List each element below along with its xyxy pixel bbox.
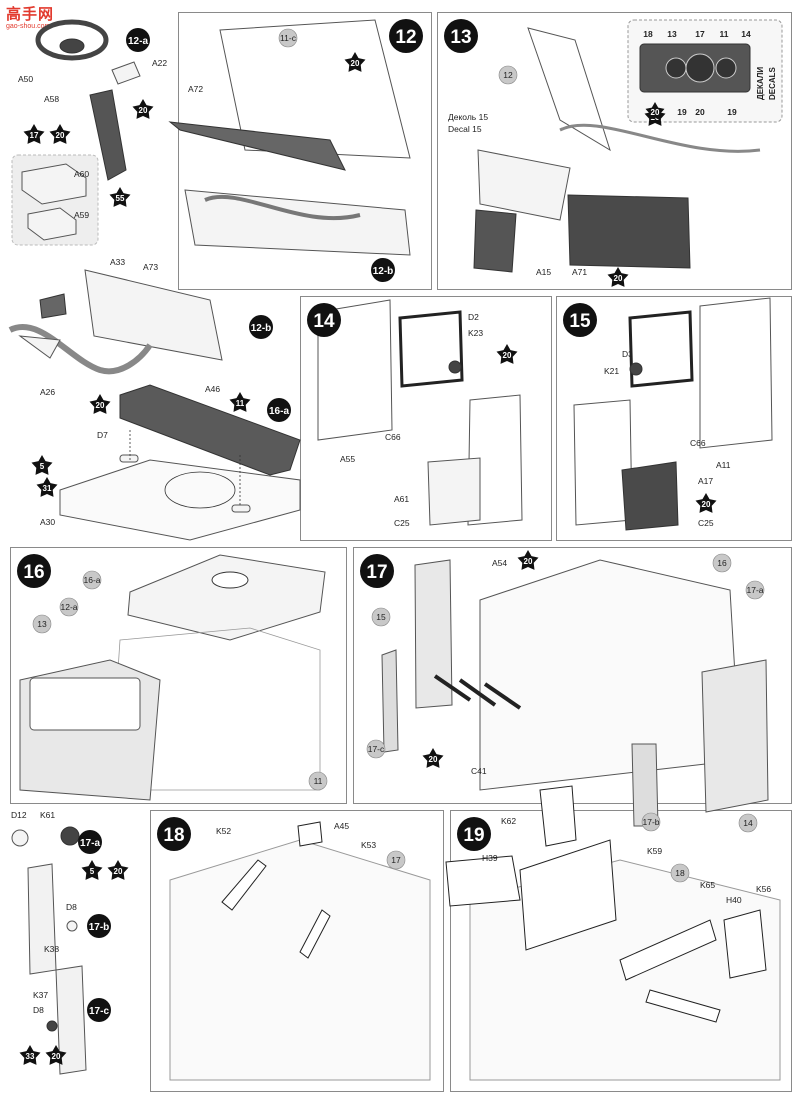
part-label: A46: [205, 384, 220, 394]
subassembly-badge-text: 16-a: [269, 406, 289, 417]
panel-step-13: [437, 12, 792, 290]
watermark-sub: gao-shou.com: [6, 23, 51, 30]
part-label: D7: [97, 430, 108, 440]
paint-star-text: 20: [96, 401, 105, 410]
heater-box-part: [11, 154, 99, 246]
paint-star-badge: 33: [19, 1045, 41, 1065]
paint-star-text: 20: [56, 131, 65, 140]
watermark-main: 高手网: [6, 5, 55, 23]
panel-step-17: [353, 547, 792, 804]
panel-step-19: [450, 810, 792, 1092]
paint-star-text: 5: [90, 867, 95, 876]
panel-step-15: [556, 296, 792, 541]
paint-star-text: 11: [236, 399, 245, 408]
paint-star-text: 20: [114, 867, 123, 876]
part-label: A33: [110, 257, 125, 267]
paint-star-text: 33: [26, 1052, 35, 1061]
panel-step-16: [10, 547, 347, 804]
paint-star-text: 20: [139, 106, 148, 115]
paint-star-badge: 20: [132, 99, 154, 119]
part-label: K38: [44, 944, 59, 954]
part-label: A60: [74, 169, 89, 179]
part-label: A22: [152, 58, 167, 68]
part-label: D8: [33, 1005, 44, 1015]
paint-star-badge: 20: [89, 394, 111, 414]
roof-bracket-part: [119, 384, 301, 476]
cab-floor-part: [59, 430, 301, 541]
paint-star-text: 5: [40, 462, 45, 471]
part-label: K61: [40, 810, 55, 820]
paint-star-text: 31: [43, 484, 52, 493]
part-label: A58: [44, 94, 59, 104]
paint-star-badge: 55: [109, 187, 131, 207]
part-label: D12: [11, 810, 27, 820]
subassembly-badge-text: 12-b: [251, 323, 272, 334]
paint-star-badge: 20: [45, 1045, 67, 1065]
panel-step-18: [150, 810, 444, 1092]
part-label: D8: [66, 902, 77, 912]
mirror-parts: [11, 826, 87, 1075]
paint-star-badge: 20: [49, 124, 71, 144]
paint-star-badge: 17: [23, 124, 45, 144]
paint-star-badge: 11: [229, 392, 251, 412]
subassembly-badge: 17-b: [87, 914, 111, 938]
part-label: A59: [74, 210, 89, 220]
watermark-logo: 高手网 gao-shou.com: [6, 6, 72, 32]
subassembly-badge-text: 17-a: [80, 838, 100, 849]
subassembly-badge: 16-a: [267, 398, 291, 422]
subassembly-badge: 17-c: [87, 998, 111, 1022]
part-label: A73: [143, 262, 158, 272]
subassembly-badge-text: 17-c: [89, 1006, 109, 1017]
subassembly-badge: 12-a: [126, 28, 150, 52]
paint-star-badge: 31: [36, 477, 58, 497]
paint-star-badge: 5: [31, 455, 53, 475]
part-label: A30: [40, 517, 55, 527]
subassembly-badge: 17-a: [78, 830, 102, 854]
subassembly-badge-text: 17-b: [89, 922, 110, 933]
part-label: A50: [18, 74, 33, 84]
part-label: K37: [33, 990, 48, 1000]
panel-step-14: [300, 296, 552, 541]
steering-column-part: [89, 61, 141, 181]
subassembly-badge: 12-b: [249, 315, 273, 339]
paint-star-text: 55: [116, 194, 125, 203]
paint-star-text: 17: [30, 131, 39, 140]
panel-step-12: [178, 12, 432, 290]
paint-star-badge: 5: [81, 860, 103, 880]
paint-star-badge: 20: [107, 860, 129, 880]
part-label: A26: [40, 387, 55, 397]
paint-star-text: 20: [52, 1052, 61, 1061]
subassembly-badge-text: 12-a: [128, 36, 148, 47]
